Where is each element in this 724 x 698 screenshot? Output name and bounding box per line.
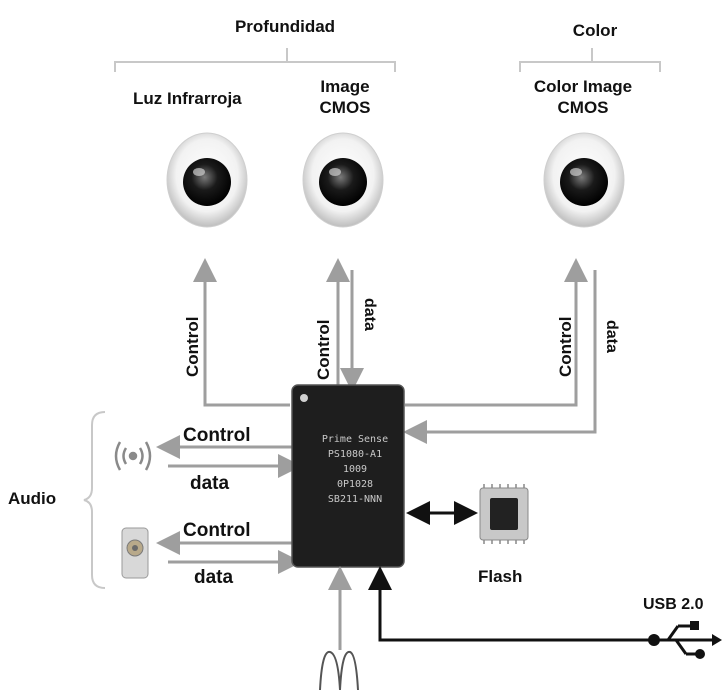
ir-camera-icon: [166, 132, 248, 228]
chip-line: Prime Sense: [321, 434, 389, 445]
speaker-control-label: Control: [183, 520, 251, 541]
image-data-label: data: [361, 298, 378, 331]
image-control-label: Control: [314, 319, 333, 380]
color-control-arrow: [405, 258, 588, 407]
usb-label: USB 2.0: [643, 596, 704, 613]
flash-label: Flash: [478, 567, 523, 586]
color-cmos-label-line2: CMOS: [557, 98, 609, 117]
ir-control-arrow: [193, 258, 290, 407]
image-cmos-label-line1: Image: [320, 77, 370, 96]
image-cmos-label-line2: CMOS: [319, 98, 371, 117]
depth-brace: [114, 61, 396, 72]
color-data-label: data: [603, 320, 620, 353]
speaker-data-label: data: [194, 567, 234, 588]
audio-group-label: Audio: [8, 489, 57, 508]
chip-line: PS1080-A1: [327, 449, 383, 460]
chip-line: SB211-NNN: [327, 494, 383, 505]
microphone-signal-icon: [114, 441, 152, 471]
usb-arrow: [368, 566, 650, 642]
audio-brace: [83, 411, 106, 589]
chip-line: 0P1028: [336, 479, 374, 490]
mic-data-label: data: [190, 473, 230, 494]
chip-line: 1009: [342, 464, 368, 475]
color-group-label: Color: [572, 21, 618, 40]
mic-control-label: Control: [183, 425, 251, 446]
color-data-arrow: [403, 270, 597, 444]
waveform-icon: [319, 650, 359, 691]
depth-group-label: Profundidad: [234, 17, 336, 36]
color-control-label: Control: [556, 316, 575, 377]
color-cmos-camera-icon: [543, 132, 625, 228]
speaker-icon: [121, 527, 149, 579]
flash-chip-icon: [479, 484, 529, 544]
color-cmos-label-line1: Color Image: [533, 77, 633, 96]
image-cmos-camera-icon: [302, 132, 384, 228]
ir-control-label: Control: [183, 316, 202, 377]
usb-icon: [648, 621, 722, 659]
ir-sensor-label: Luz Infrarroja: [133, 89, 242, 108]
chip-marking: Prime Sense PS1080-A1 1009 0P1028 SB211-…: [300, 432, 410, 507]
color-brace: [519, 61, 661, 72]
